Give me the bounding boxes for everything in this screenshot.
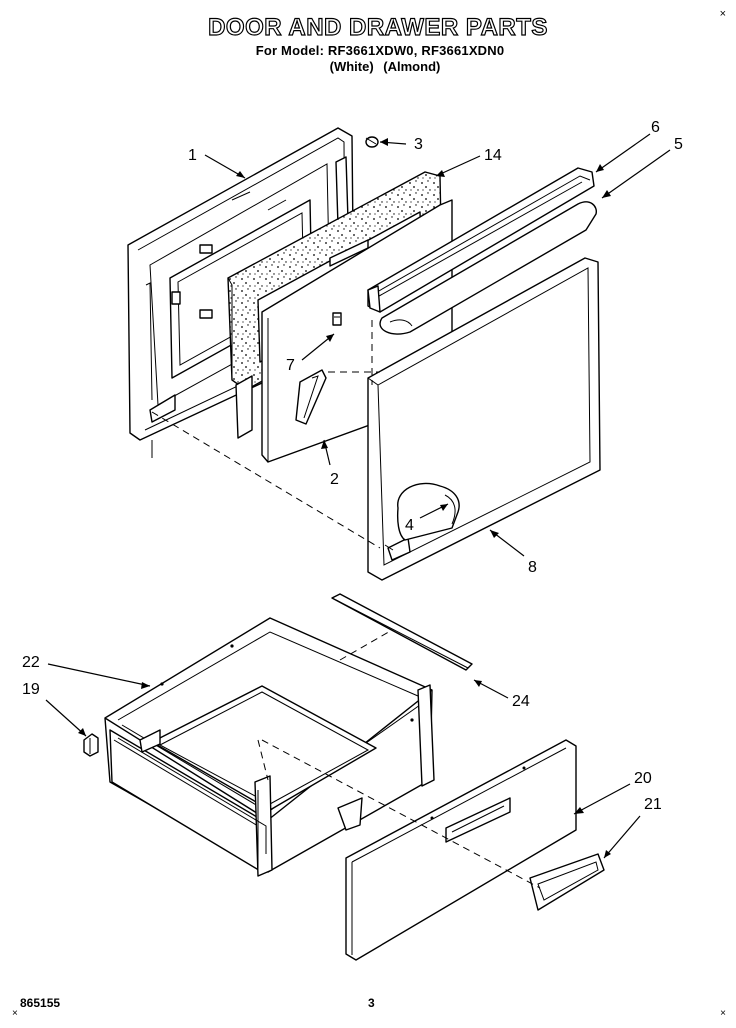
callout-label-22: 22 xyxy=(22,654,40,671)
callout-label-7: 7 xyxy=(286,357,295,374)
callout-4: 4 xyxy=(405,503,449,534)
callout-label-24: 24 xyxy=(512,693,530,710)
part-6-door-trim xyxy=(367,167,595,313)
callout-5: 5 xyxy=(601,136,683,199)
callout-label-5: 5 xyxy=(674,136,683,153)
callout-22: 22 xyxy=(22,654,151,689)
callout-14: 14 xyxy=(435,147,502,177)
callout-24: 24 xyxy=(473,679,530,710)
callout-7: 7 xyxy=(286,333,335,374)
color-variants: (White) (Almond) xyxy=(329,59,441,74)
callout-6: 6 xyxy=(595,119,660,173)
callout-3: 3 xyxy=(379,136,423,153)
document-number: 865155 xyxy=(20,996,61,1010)
part-21-drawer-handle xyxy=(529,853,605,911)
callout-label-3: 3 xyxy=(414,136,423,153)
part-24-slide-rail xyxy=(331,593,473,671)
page-title: DOOR AND DRAWER PARTS xyxy=(207,13,548,41)
callout-21: 21 xyxy=(603,796,662,859)
callout-label-14: 14 xyxy=(484,147,502,164)
callout-20: 20 xyxy=(573,770,652,815)
callout-label-6: 6 xyxy=(651,119,660,136)
alignment-line-drawer-vertical xyxy=(257,739,269,781)
alignment-line-door-lower xyxy=(151,411,381,549)
page-number: 3 xyxy=(368,996,375,1010)
part-4-window-clip xyxy=(396,482,460,541)
callout-label-2: 2 xyxy=(330,471,339,488)
model-numbers: For Model: RF3661XDW0, RF3661XDN0 xyxy=(255,43,505,58)
part-22-drawer-body xyxy=(104,617,435,877)
part-20-drawer-front xyxy=(345,739,577,961)
part-5-door-handle xyxy=(379,201,597,335)
callout-1: 1 xyxy=(188,147,246,179)
callout-label-19: 19 xyxy=(22,681,40,698)
callout-19: 19 xyxy=(22,681,87,737)
part-19-glide-bumper xyxy=(83,733,99,757)
callout-label-1: 1 xyxy=(188,147,197,164)
callout-label-8: 8 xyxy=(528,559,537,576)
callout-label-20: 20 xyxy=(634,770,652,787)
corner-mark-top-right: × xyxy=(719,8,726,20)
corner-mark-bottom-left: × xyxy=(12,1008,18,1019)
callout-2: 2 xyxy=(321,439,339,488)
corner-mark-bottom-right: × xyxy=(720,1008,726,1019)
callout-label-21: 21 xyxy=(644,796,662,813)
callout-8: 8 xyxy=(489,529,537,576)
alignment-line-drawer-handle xyxy=(261,739,541,889)
callout-label-4: 4 xyxy=(405,517,414,534)
part-3-screw xyxy=(365,136,379,148)
alignment-line-drawer-rail xyxy=(339,629,393,661)
